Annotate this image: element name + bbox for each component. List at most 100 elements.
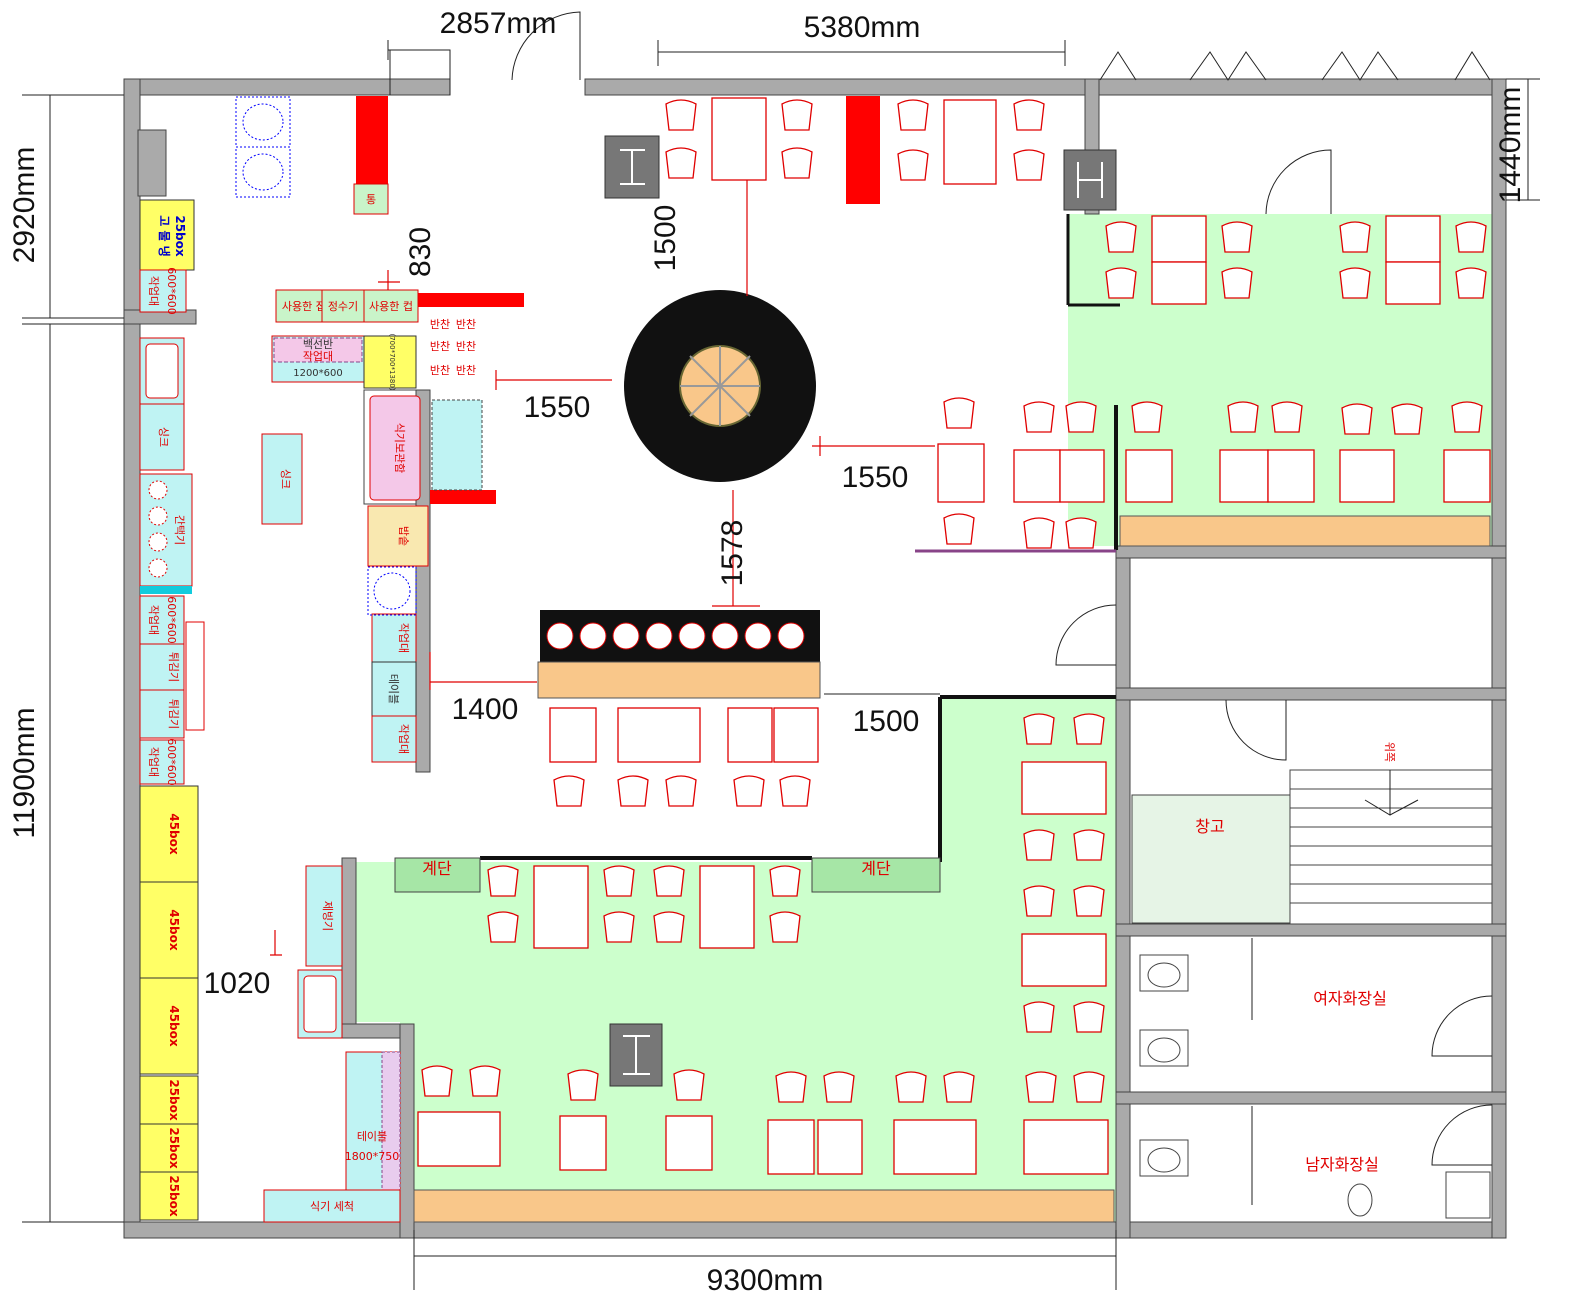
chair-7 xyxy=(1013,149,1045,181)
worktable-low-label: 작업대 xyxy=(147,747,160,777)
chair-2 xyxy=(781,99,813,131)
counter-top-label: 통 xyxy=(366,193,376,206)
fridge-25-top-sub: 고 물 냉 xyxy=(157,215,172,256)
burner-ring-2 xyxy=(148,532,168,552)
door-right-top xyxy=(1265,149,1332,215)
chair-40 xyxy=(1073,1001,1105,1033)
red-divider-3 xyxy=(418,293,524,307)
chair-34 xyxy=(1073,713,1105,745)
chair-27 xyxy=(1451,401,1483,433)
chair-18 xyxy=(1023,401,1055,433)
table-24 xyxy=(665,1115,713,1171)
banchan-label-5: 반찬 xyxy=(456,363,476,377)
chair-39 xyxy=(1023,1001,1055,1033)
worktable-k1 xyxy=(371,613,417,663)
bar-stool-5 xyxy=(711,622,739,650)
wall-kitchen-v2 xyxy=(399,1023,415,1239)
chair-22 xyxy=(1131,401,1163,433)
red-divider-2 xyxy=(846,96,880,204)
freezer-label-0: 45box xyxy=(167,813,181,855)
ice-maker-inner xyxy=(369,395,421,501)
chair-46 xyxy=(653,911,685,943)
banchan-label-1: 반찬 xyxy=(456,317,476,331)
fryer-grid xyxy=(185,621,205,731)
dim-left-top: 2920mm xyxy=(8,147,41,264)
storage-room xyxy=(1131,794,1291,924)
wall-kitchen-cut xyxy=(341,1023,403,1039)
dim-830: 830 xyxy=(404,227,437,277)
womens-restroom-label: 여자화장실 xyxy=(1313,989,1387,1008)
dish-shelf xyxy=(363,335,417,389)
bar-stool-4 xyxy=(678,622,706,650)
water-purifier-label: 정수기 xyxy=(328,300,358,313)
chair-49 xyxy=(421,1065,453,1097)
table-12 xyxy=(1339,449,1395,503)
wall-restroom-top xyxy=(1115,545,1507,559)
table-15 xyxy=(617,707,701,763)
worktable-mid-label: 작업대 xyxy=(147,605,160,635)
chair-8 xyxy=(1105,221,1137,253)
burner-ring-0 xyxy=(148,480,168,500)
stair-arrow xyxy=(1364,770,1419,816)
worktable-top-size: 600*600 xyxy=(165,267,178,315)
wall-right-block xyxy=(1115,545,1131,1239)
table-13 xyxy=(1443,449,1491,503)
burner-label: 간택기 xyxy=(173,515,186,545)
rice-cooker-label: 밥솥 xyxy=(397,526,410,546)
burner-strip xyxy=(140,586,192,594)
worktable-top xyxy=(139,269,187,313)
chair-1 xyxy=(665,147,697,179)
chair-3 xyxy=(781,147,813,179)
chair-29 xyxy=(617,775,649,807)
burner-ring-1 xyxy=(148,506,168,526)
banchan-label-4: 반찬 xyxy=(430,363,450,377)
chair-45 xyxy=(653,865,685,897)
bar-stools xyxy=(546,622,805,650)
pillar-top xyxy=(604,135,660,199)
table-11 xyxy=(1267,449,1315,503)
table-23 xyxy=(559,1115,607,1171)
bar-stool-3 xyxy=(645,622,673,650)
chair-6 xyxy=(1013,99,1045,131)
chair-56 xyxy=(943,1071,975,1103)
entry-door-swing xyxy=(511,11,581,81)
burner-rings xyxy=(148,480,168,578)
table-0 xyxy=(711,97,767,181)
dim-1550-right: 1550 xyxy=(842,461,909,494)
dim-1500-mid: 1500 xyxy=(853,705,920,738)
door-men xyxy=(1431,1104,1493,1166)
chair-26 xyxy=(1391,403,1423,435)
table-17 xyxy=(773,707,819,763)
wall-restroom-mid3 xyxy=(1115,1091,1507,1105)
freezer-label-2: 45box xyxy=(167,1005,181,1047)
island-label: 싱크 xyxy=(279,469,292,489)
chair-5 xyxy=(897,149,929,181)
wall-bottom xyxy=(123,1221,1507,1239)
wall-top-left xyxy=(123,78,451,96)
door-women xyxy=(1431,995,1493,1057)
baekseon-top xyxy=(273,337,363,363)
table-28 xyxy=(1023,1119,1109,1175)
chair-16 xyxy=(943,397,975,429)
chair-33 xyxy=(1023,713,1055,745)
chair-25 xyxy=(1341,403,1373,435)
table-4 xyxy=(1385,215,1441,263)
chair-36 xyxy=(1073,829,1105,861)
chair-12 xyxy=(1339,221,1371,253)
banchan-label-2: 반찬 xyxy=(430,339,450,353)
door-corridor xyxy=(1055,604,1117,666)
dim-1400: 1400 xyxy=(452,693,519,726)
freezer-label-5: 25box xyxy=(167,1175,181,1217)
chair-48 xyxy=(769,911,801,943)
table-9 xyxy=(1125,449,1173,503)
chair-50 xyxy=(469,1065,501,1097)
sink-left-basin xyxy=(145,343,179,399)
fryer-2 xyxy=(139,689,185,739)
pos-table2-label: 테이블 xyxy=(357,1130,387,1143)
chair-15 xyxy=(1455,267,1487,299)
chair-43 xyxy=(603,865,635,897)
chair-23 xyxy=(1227,401,1259,433)
table-1 xyxy=(943,99,997,185)
